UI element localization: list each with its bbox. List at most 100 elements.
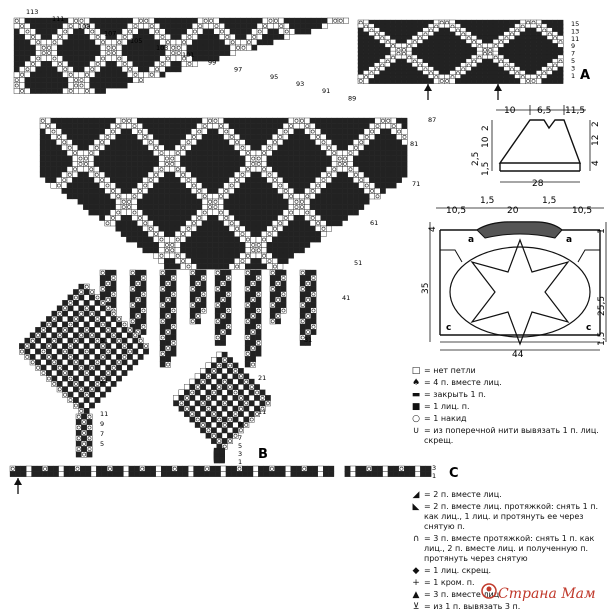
yarn-over-icon <box>256 248 261 253</box>
yarn-over-icon <box>76 425 81 430</box>
chart-cell-empty <box>89 375 96 382</box>
dim-text: 28 <box>532 179 544 189</box>
chart-cell-knit <box>35 82 42 89</box>
chart-cell-knit <box>196 252 203 259</box>
chart-cell-knit <box>310 329 317 335</box>
chart-cell-empty <box>89 61 96 67</box>
yarn-over-icon <box>302 466 307 471</box>
chart-cell-knit <box>120 134 127 140</box>
chart-cell-knit <box>93 204 100 210</box>
row-number: 13 <box>571 27 579 35</box>
chart-cell-empty <box>24 23 31 29</box>
chart-cell-knit <box>164 171 170 178</box>
chart-cell-knit <box>212 128 219 135</box>
chart-cell-knit <box>220 334 226 341</box>
chart-cell-empty <box>331 155 338 162</box>
chart-cell-knit <box>228 236 235 243</box>
chart-cell-knit <box>104 123 111 129</box>
chart-cell-knit <box>111 66 117 73</box>
chart-cell-knit <box>273 28 279 35</box>
chart-cell-knit <box>175 17 182 24</box>
chart-cell-knit <box>143 28 150 35</box>
chart-cell-knit <box>212 247 219 254</box>
chart-cell-knit <box>180 155 186 162</box>
edge-stitch-icon: + <box>412 578 420 588</box>
yarn-over-icon <box>14 18 19 23</box>
chart-cell-knit <box>45 139 51 146</box>
dim-text: 6,5 <box>537 106 551 116</box>
yarn-over-icon <box>68 89 73 93</box>
chart-cell-empty <box>210 422 217 428</box>
row-number: 113 <box>26 8 38 16</box>
yarn-over-icon <box>101 300 105 305</box>
yarn-over-icon <box>233 390 238 395</box>
chart-cell-knit <box>304 144 311 151</box>
chart-cell-knit <box>385 155 392 162</box>
chart-cell-empty <box>288 214 294 221</box>
chart-cell-empty <box>266 166 273 173</box>
chart-cell-empty <box>126 193 133 200</box>
yarn-over-icon <box>226 292 231 297</box>
chart-cell-empty <box>132 17 139 24</box>
chart-cell-knit <box>24 348 31 355</box>
chart-cell-knit <box>305 318 311 325</box>
chart-cell-knit <box>245 139 251 146</box>
row-number: 1 <box>238 458 242 466</box>
chart-cell-knit <box>288 134 294 140</box>
chart-cell-knit <box>126 182 132 189</box>
yarn-over-icon <box>14 83 19 88</box>
chart-cell-empty <box>153 236 159 243</box>
yarn-over-icon <box>90 311 95 316</box>
chart-cell-knit <box>110 177 116 183</box>
chart-cell-knit <box>250 231 257 237</box>
chart-cell-knit <box>99 193 105 200</box>
chart-cell-empty <box>194 395 201 401</box>
chart-cell-knit <box>309 117 316 124</box>
yarn-over-icon <box>143 183 148 188</box>
chart-cell-knit <box>207 263 213 270</box>
chart-cell-knit <box>411 78 418 84</box>
chart-cell-knit <box>250 334 256 341</box>
row-number: 97 <box>234 66 242 74</box>
chart-cell-knit <box>331 188 338 194</box>
chart-cell-knit <box>126 134 132 140</box>
chart-cell-knit <box>137 117 143 124</box>
chart-cell-knit <box>169 220 176 227</box>
yarn-over-icon <box>111 276 116 281</box>
legend-text: = закрыть 1 п. <box>424 390 486 399</box>
chart-cell-empty <box>67 66 74 73</box>
chart-cell-knit <box>13 39 20 46</box>
chart-cell-knit <box>261 193 267 200</box>
chart-cell-knit <box>309 198 316 205</box>
chart-cell-empty <box>237 384 244 390</box>
chart-cell-knit <box>173 400 179 407</box>
chart-cell-knit <box>126 177 132 183</box>
yarn-over-icon <box>221 330 226 335</box>
chart-cell-knit <box>261 182 267 189</box>
yarn-over-icon <box>19 349 24 354</box>
chart-cell-knit <box>189 296 196 303</box>
yarn-over-icon <box>143 221 148 226</box>
chart-cell-knit <box>110 144 116 151</box>
legend-text: = 3 п. вместе лиц. <box>424 590 502 599</box>
chart-cell-knit <box>282 144 289 151</box>
chart-cell-knit <box>147 215 154 221</box>
chart-cell-empty <box>62 61 69 67</box>
yarn-over-icon <box>289 210 294 215</box>
chart-cell-empty <box>35 44 42 51</box>
chart-cell-knit <box>244 280 251 287</box>
chart-cell-knit <box>293 144 300 151</box>
chart-cell-knit <box>83 289 90 295</box>
chart-cell-knit <box>132 50 139 56</box>
chart-cell-knit <box>200 395 206 401</box>
chart-cell-knit <box>78 39 85 46</box>
chart-cell-knit <box>234 161 240 167</box>
chart-cell-knit <box>169 117 176 124</box>
yarn-over-icon <box>155 29 160 34</box>
chart-cell-knit <box>66 161 73 167</box>
chart-cell-knit <box>223 171 230 178</box>
chart-cell-empty <box>217 128 224 135</box>
chart-cell-knit <box>344 471 351 477</box>
yarn-over-icon <box>370 188 375 193</box>
chart-cell-knit <box>120 155 127 162</box>
